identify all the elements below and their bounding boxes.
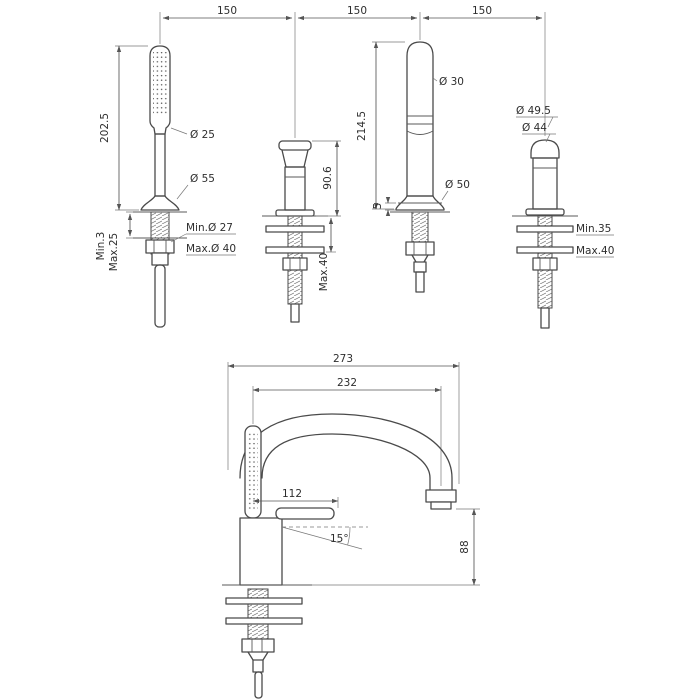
side-view: 273 232 112 15° 88	[222, 353, 480, 699]
handle-cap	[278, 140, 312, 151]
angle-arc	[347, 526, 351, 545]
nut-facets	[251, 639, 263, 652]
dim-label-base-dia: Ø 50	[445, 179, 470, 191]
handle-dome-cap	[530, 139, 560, 159]
dim-label-angle: 15°	[330, 533, 349, 545]
mixer-body	[239, 517, 283, 586]
base-flange	[275, 209, 315, 217]
dim-label-150-2: 150	[347, 5, 367, 17]
lock-nut	[282, 257, 308, 271]
dim-label-deck-max: Max.25	[108, 233, 120, 271]
leader-line	[522, 133, 556, 143]
lock-nut	[405, 241, 435, 256]
extension-line	[227, 362, 460, 484]
lock-nut	[241, 638, 275, 653]
nut-facets	[413, 242, 427, 255]
dim-label-height-to-deck: 88	[459, 540, 471, 553]
dim-label-flange-dia: Ø 55	[190, 173, 215, 185]
nut-facets	[153, 240, 167, 253]
dim-label-deck-min: Min.35	[576, 223, 611, 235]
lock-nut	[532, 257, 558, 271]
leader-line	[170, 127, 188, 135]
dim-label-deck-min: Min.3	[95, 232, 107, 261]
shower-hose	[254, 671, 263, 699]
extension-line	[115, 45, 148, 211]
extension-line	[372, 41, 405, 210]
mounting-plate	[225, 617, 303, 625]
top-spacing-dimensions: 150 150 150	[159, 5, 546, 138]
aerator	[430, 501, 452, 510]
spout-column	[406, 41, 434, 197]
spout-front-view: 214.5 Ø 30 Ø 50 5	[356, 41, 470, 293]
nut-facets	[539, 258, 551, 270]
handle-body	[532, 157, 558, 210]
escutcheon	[140, 195, 180, 211]
mounting-plate	[516, 225, 574, 233]
angle-line	[281, 526, 363, 550]
dim-label-base-height: 5	[372, 203, 384, 210]
dim-label-150-1: 150	[217, 5, 237, 17]
dim-label-wand-dia: Ø 25	[190, 129, 215, 141]
handle-flare	[281, 149, 309, 168]
spray-head	[149, 45, 171, 135]
shower-hose	[154, 264, 166, 328]
handle-body	[284, 166, 306, 211]
leader-line	[516, 116, 558, 128]
taper	[247, 651, 269, 661]
spout-outlet	[425, 489, 457, 503]
dim-label-body-dia: Ø 44	[522, 122, 547, 134]
lever-handle	[275, 507, 335, 520]
dim-label-hole-min: Min.Ø 27	[186, 222, 233, 234]
hose-connector	[151, 252, 169, 266]
dim-label-reach: 232	[337, 377, 357, 389]
supply-pipe	[415, 271, 425, 293]
wand-handle	[154, 133, 166, 197]
extension-line	[126, 211, 133, 239]
leader-line	[432, 77, 438, 82]
supply-pipe	[290, 303, 300, 323]
dim-label-height: 90.6	[322, 166, 334, 190]
lock-nut	[145, 239, 175, 254]
dim-label-cap-dia: Ø 49.5	[516, 105, 551, 117]
spray-face-dots	[153, 52, 167, 116]
mounting-plate	[265, 246, 325, 254]
extension-line	[252, 386, 442, 486]
dim-label-overall: 273	[333, 353, 353, 365]
dim-label-150-3: 150	[472, 5, 492, 17]
connector	[413, 261, 427, 273]
spout-base-flange	[395, 195, 445, 211]
base-flange	[525, 208, 565, 216]
right-handle-front-view: Ø 49.5 Ø 44 Min.35 Max.40	[512, 105, 614, 329]
supply-pipe	[540, 307, 550, 329]
left-handle-front-view: 90.6 Max.40	[262, 140, 341, 323]
dim-label-height: 214.5	[356, 111, 368, 141]
spout-seams	[407, 115, 433, 125]
spray-face-dots	[248, 432, 258, 510]
leader-line	[441, 190, 449, 201]
mounting-plate	[265, 225, 325, 233]
threaded-shank	[411, 211, 429, 243]
hand-shower-front-view: 202.5 Ø 25 Ø 55 Min.Ø 27 Max.Ø 40 Min.3 …	[95, 45, 236, 328]
dim-label-deck-max: Max.40	[576, 245, 614, 257]
mounting-plate	[225, 597, 303, 605]
taper	[411, 254, 429, 263]
dim-label-height: 202.5	[99, 113, 111, 143]
spout-curve-detail	[406, 130, 434, 135]
dim-label-deck-max: Max.40	[318, 253, 330, 291]
threaded-shank	[247, 588, 269, 640]
connector	[252, 659, 264, 673]
leader-line	[176, 184, 189, 200]
dim-label-top-dia: Ø 30	[439, 76, 464, 88]
mounting-plate	[516, 246, 574, 254]
nut-facets	[289, 258, 301, 270]
extension-line	[312, 508, 480, 586]
dim-label-hole-max: Max.Ø 40	[186, 243, 236, 255]
dim-label-lever: 112	[282, 488, 302, 500]
leader-line	[170, 233, 236, 243]
spout-curve-inner	[261, 433, 431, 491]
